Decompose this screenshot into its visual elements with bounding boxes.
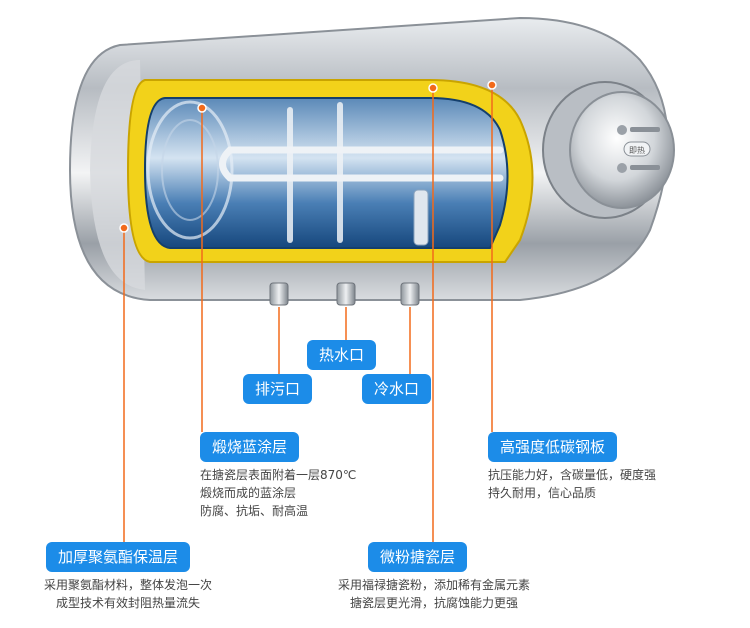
enamel-desc-line: 搪瓷层更光滑，抗腐蚀能力更强: [349, 596, 518, 610]
magnesium-rod: [413, 189, 429, 246]
steel-plate-desc-line: 抗压能力好，含碳量低，硬度强: [488, 468, 657, 482]
steel-plate-desc-line: 持久耐用，信心品质: [488, 486, 597, 500]
drain-label: 排污口: [243, 374, 313, 404]
enamel-desc: 采用福禄搪瓷粉，添加稀有金属元素 搪瓷层更光滑，抗腐蚀能力更强: [318, 576, 550, 612]
blue-coating-desc: 在搪瓷层表面附着一层870℃ 煅烧而成的蓝涂层 防腐、抗垢、耐高温: [200, 466, 356, 520]
brand-badge: 即热: [629, 145, 645, 155]
leader-line-insulation: [119, 223, 129, 542]
steel-plate-desc: 抗压能力好，含碳量低，硬度强 持久耐用，信心品质: [488, 466, 656, 502]
blue-coating-label: 煅烧蓝涂层: [200, 432, 300, 462]
insulation-desc: 采用聚氨酯材料，整体发泡一次 成型技术有效封阻热量流失: [28, 576, 228, 612]
insulation-desc-line: 采用聚氨酯材料，整体发泡一次: [43, 578, 212, 592]
insulation-desc-line: 成型技术有效封阻热量流失: [55, 596, 200, 610]
leader-line-steel: [487, 80, 497, 432]
blue-coating-desc-line: 在搪瓷层表面附着一层870℃: [200, 468, 357, 482]
blue-coating-desc-line: 煅烧而成的蓝涂层: [200, 486, 297, 500]
steel-plate-label: 高强度低碳钢板: [488, 432, 618, 462]
leader-line-blue-coating: [197, 103, 207, 432]
heating-element: [219, 102, 504, 245]
cold-water-pipe: [400, 282, 420, 306]
blue-coating-desc-line: 防腐、抗垢、耐高温: [200, 504, 309, 518]
enamel-desc-line: 采用福禄搪瓷粉，添加稀有金属元素: [337, 578, 530, 592]
drain-pipe: [269, 282, 289, 306]
hot-water-label: 热水口: [307, 340, 377, 370]
insulation-label: 加厚聚氨酯保温层: [46, 542, 191, 572]
inner-tank: [143, 97, 509, 249]
cold-water-label: 冷水口: [362, 374, 432, 404]
end-cap: 即热: [542, 81, 675, 219]
leader-line-enamel: [428, 83, 438, 542]
hot-water-pipe: [336, 282, 356, 306]
enamel-label: 微粉搪瓷层: [368, 542, 468, 572]
